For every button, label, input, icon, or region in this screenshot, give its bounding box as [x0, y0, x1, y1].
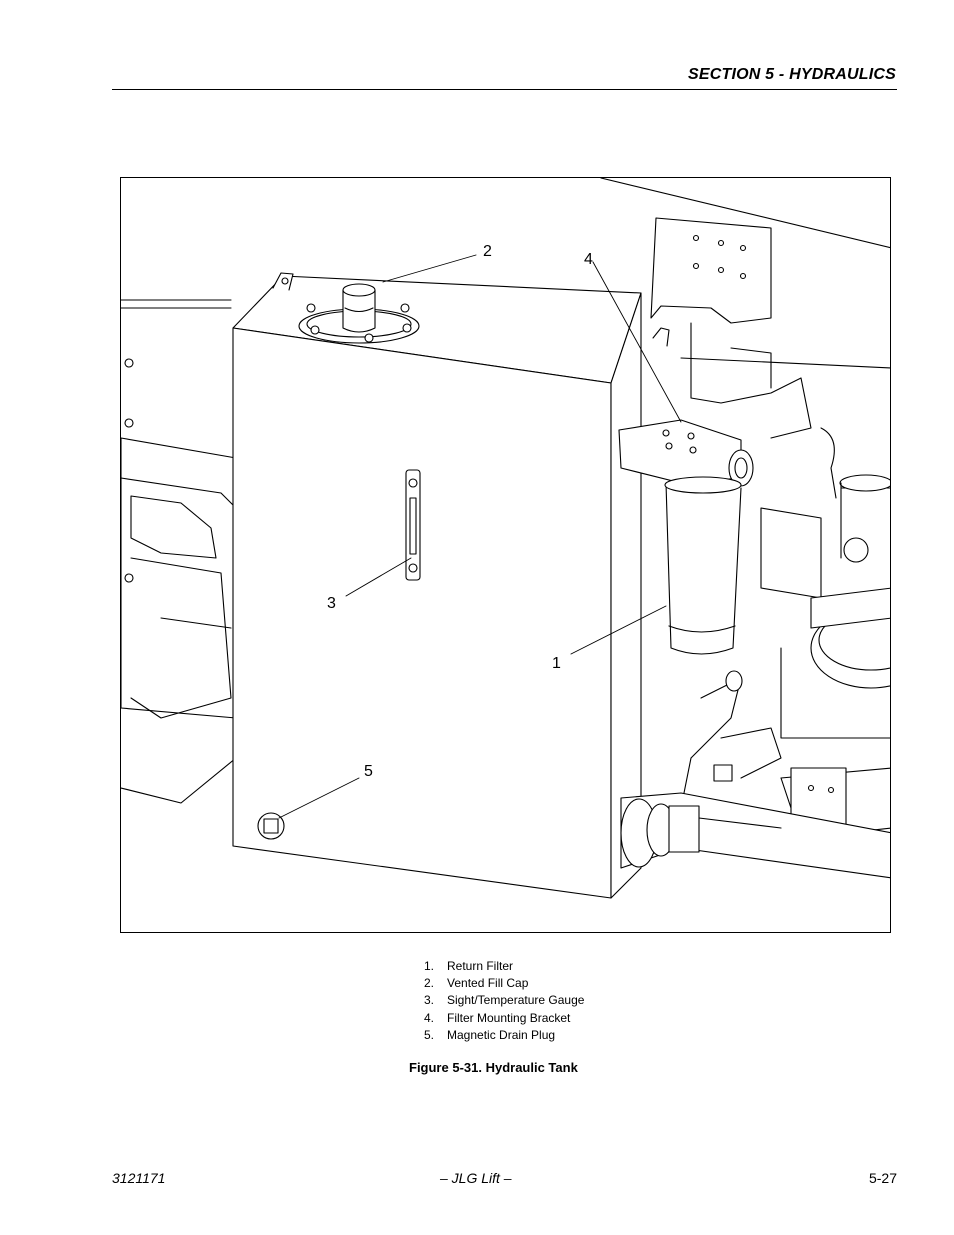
- footer-brand: – JLG Lift –: [440, 1170, 512, 1186]
- legend-item: 3. Sight/Temperature Gauge: [424, 992, 584, 1009]
- header-rule: [112, 89, 897, 90]
- legend-item: 2. Vented Fill Cap: [424, 975, 584, 992]
- legend-item: 4. Filter Mounting Bracket: [424, 1010, 584, 1027]
- legend-item: 1. Return Filter: [424, 958, 584, 975]
- legend-label: Magnetic Drain Plug: [447, 1027, 556, 1042]
- figure-caption: Figure 5-31. Hydraulic Tank: [409, 1060, 578, 1075]
- figure-legend: 1. Return Filter 2. Vented Fill Cap 3. S…: [424, 958, 584, 1044]
- section-title: SECTION 5 - HYDRAULICS: [688, 66, 896, 83]
- legend-number: 2.: [424, 976, 435, 991]
- callout-1: 1: [552, 655, 561, 672]
- hydraulic-tank-illustration: 2 4 3 1 5: [121, 178, 890, 899]
- legend-label: Return Filter: [447, 959, 514, 973]
- callout-4: 4: [584, 251, 593, 268]
- doc-number: 3121171: [112, 1170, 166, 1186]
- legend-label: Vented Fill Cap: [447, 976, 529, 991]
- legend-item: 5. Magnetic Drain Plug: [424, 1027, 584, 1044]
- legend-label: Filter Mounting Bracket: [447, 1010, 571, 1025]
- legend-number: 5.: [424, 1027, 435, 1042]
- legend-label: Sight/Temperature Gauge: [447, 993, 585, 1008]
- legend-number: 1.: [424, 959, 435, 973]
- legend-number: 4.: [424, 1010, 435, 1025]
- legend-number: 3.: [424, 993, 435, 1008]
- hydraulic-tank-figure: 2 4 3 1 5: [120, 177, 891, 933]
- callout-2: 2: [483, 243, 492, 260]
- callout-5: 5: [364, 763, 373, 780]
- callout-3: 3: [327, 595, 336, 612]
- page-number: 5-27: [868, 1170, 897, 1186]
